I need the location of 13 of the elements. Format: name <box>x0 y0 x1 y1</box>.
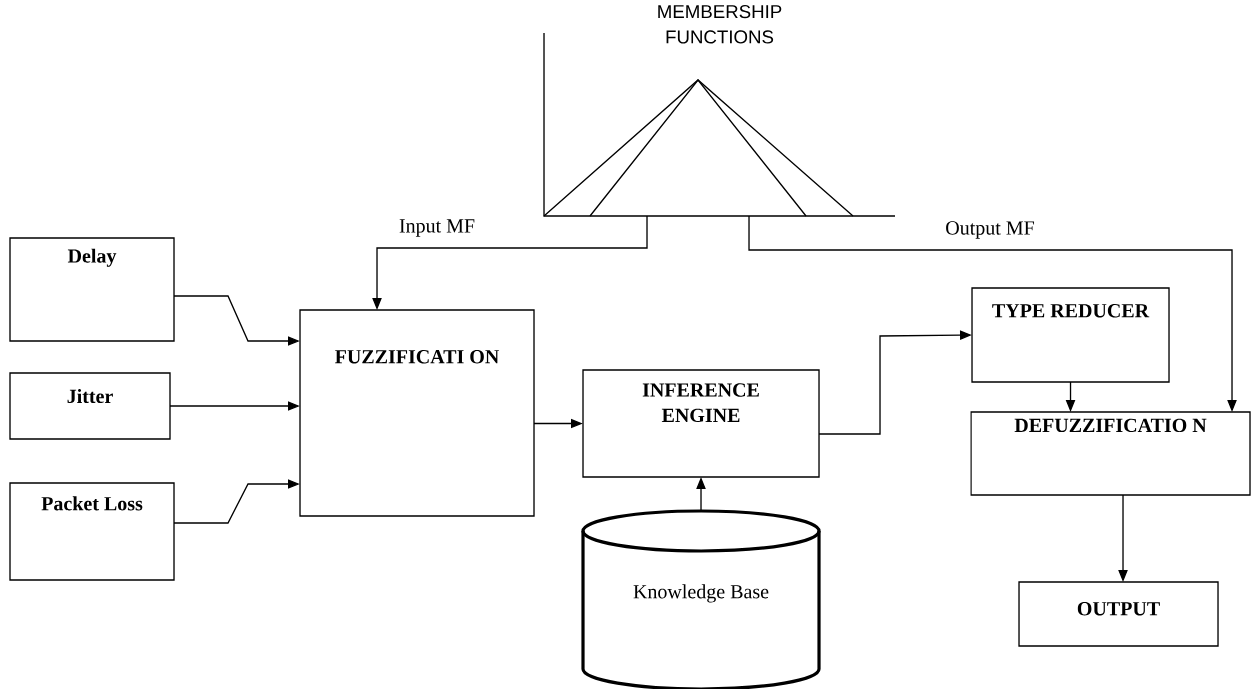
process-box: DEFUZZIFICATIO N <box>970 411 1251 496</box>
node-label: Knowledge Base <box>633 584 769 603</box>
process-box: TYPE REDUCER <box>971 287 1170 383</box>
database-cylinder: Knowledge Base <box>581 509 821 689</box>
input-box: Jitter <box>9 372 171 440</box>
output-box: OUTPUT <box>1018 581 1219 647</box>
input-box: Delay <box>9 237 175 342</box>
edge-label: Output MF <box>943 219 1037 241</box>
process-box: INFERENCE ENGINE <box>582 369 820 478</box>
membership-function-drawing: MEMBERSHIP FUNCTIONS <box>543 5 896 217</box>
process-box: FUZZIFICATI ON <box>299 309 535 517</box>
input-box: Packet Loss <box>9 482 175 581</box>
edge-label: Input MF <box>397 218 477 238</box>
